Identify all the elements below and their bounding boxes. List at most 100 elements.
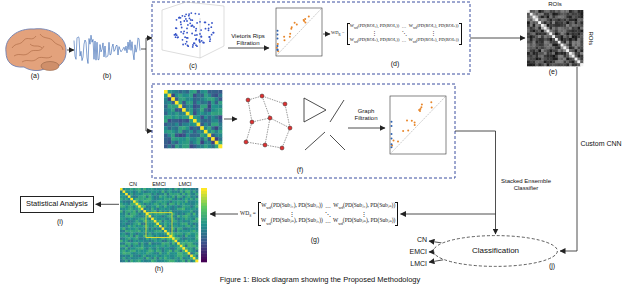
heatmap-cell [218, 97, 222, 101]
flow-arrow [210, 214, 238, 215]
heatmap-cell [156, 193, 159, 196]
heatmap-cell [154, 203, 157, 206]
heatmap-cell [185, 230, 188, 233]
heatmap-cell [186, 101, 190, 105]
heatmap-cell [218, 105, 222, 109]
graph-illustration [246, 98, 250, 102]
point [185, 18, 187, 20]
heatmap-cell [175, 188, 178, 191]
heatmap-cell [169, 245, 172, 248]
heatmap-cell [186, 90, 190, 94]
node-text: LMCI [410, 260, 427, 268]
heatmap-cell [575, 32, 578, 35]
heatmap-cell [215, 115, 219, 119]
heatmap-cell [547, 30, 550, 33]
heatmap-cell [182, 247, 185, 250]
point [205, 28, 207, 30]
point [185, 43, 187, 45]
heatmap-cell [533, 30, 536, 33]
colorbar-step [201, 238, 207, 241]
point [183, 33, 185, 35]
heatmap-cell [136, 200, 139, 203]
heatmap-cell [162, 205, 165, 208]
heatmap-cell [186, 123, 190, 127]
heatmap-cell [120, 213, 123, 216]
heatmap-cell [182, 97, 186, 101]
point [180, 17, 182, 19]
heatmap-cell [549, 63, 552, 66]
point [296, 23, 298, 25]
heatmap-cell [164, 195, 167, 198]
heatmap-cell [179, 90, 183, 94]
heatmap-cell [185, 240, 188, 243]
heatmap-cell [128, 188, 131, 191]
heatmap-cell [177, 218, 180, 221]
heatmap-cell [200, 134, 204, 138]
heatmap-cell [544, 30, 547, 33]
heatmap-cell [167, 257, 170, 260]
point [419, 108, 421, 110]
point [186, 32, 188, 34]
heatmap-cell [156, 227, 159, 230]
heatmap-cell [182, 235, 185, 238]
point [277, 49, 279, 51]
heatmap-cell [149, 218, 152, 221]
heatmap-cell [189, 126, 193, 130]
heatmap-cell [182, 101, 186, 105]
heatmap-cell [130, 198, 133, 201]
heatmap-cell [175, 247, 178, 250]
heatmap-cell [172, 188, 175, 191]
heatmap-cell [128, 252, 131, 255]
heatmap-cell [544, 38, 547, 41]
heatmap-cell [563, 13, 566, 16]
heatmap-cell [177, 215, 180, 218]
heatmap-cell [151, 250, 154, 253]
heatmap-cell [123, 237, 126, 240]
heatmap-cell [175, 220, 178, 223]
heatmap-cell [188, 245, 191, 248]
heatmap-cell [575, 46, 578, 49]
heatmap-cell [164, 255, 167, 258]
heatmap-cell [146, 252, 149, 255]
heatmap-cell [186, 105, 190, 109]
heatmap-cell [195, 193, 198, 196]
heatmap-cell [123, 247, 126, 250]
heatmap-cell [128, 245, 131, 248]
heatmap-cell [541, 46, 544, 49]
heatmap-cell [218, 126, 222, 130]
heatmap-cell [577, 38, 580, 41]
heatmap-cell [535, 16, 538, 19]
point [177, 36, 179, 38]
heatmap-cell [175, 235, 178, 238]
heatmap-cell [146, 218, 149, 221]
heatmap-cell [577, 52, 580, 55]
heatmap-cell [172, 235, 175, 238]
heatmap-cell [133, 220, 136, 223]
colorbar-step [201, 215, 207, 218]
heatmap-cell [186, 115, 190, 119]
heatmap-cell [547, 41, 550, 44]
heatmap-cell [167, 260, 170, 263]
heatmap-cell [218, 130, 222, 134]
heatmap-cell [563, 58, 566, 61]
heatmap-cell [182, 230, 185, 233]
heatmap-cell [138, 257, 141, 260]
heatmap-cell [151, 232, 154, 235]
heatmap-cell [189, 101, 193, 105]
heatmap-cell [141, 190, 144, 193]
heatmap-cell [128, 255, 131, 258]
heatmap-cell [171, 123, 175, 127]
heatmap-cell [535, 13, 538, 16]
heatmap-cell [156, 225, 159, 228]
formula-term: (PD(Subⱼₙ), PD(Subⱼₙ)) [343, 217, 396, 223]
heatmap-cell [156, 215, 159, 218]
heatmap-cell [164, 126, 168, 130]
heatmap-cell [185, 213, 188, 216]
heatmap-cell [549, 27, 552, 30]
heatmap-cell [141, 208, 144, 211]
heatmap-cell [175, 215, 178, 218]
heatmap-cell [159, 218, 162, 221]
heatmap-cell [172, 260, 175, 263]
heatmap-cell [218, 134, 222, 138]
heatmap-cell [138, 237, 141, 240]
